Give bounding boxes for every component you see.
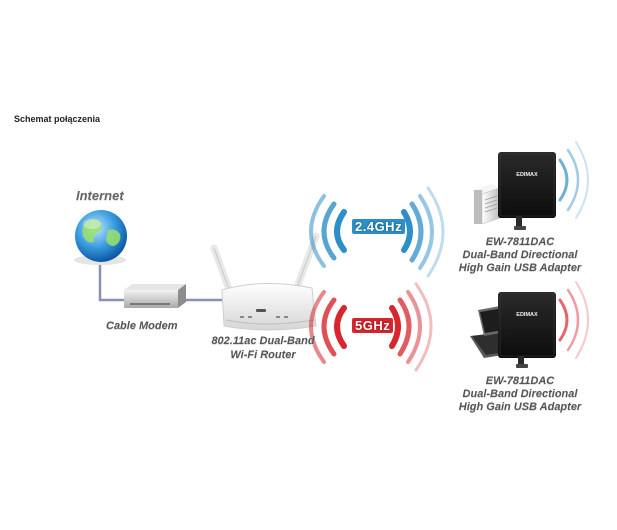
cable-modem-icon bbox=[124, 284, 186, 308]
adapter2-brand-label: EDIMAX bbox=[516, 312, 538, 318]
adapter1-model: EW-7811DAC bbox=[485, 236, 555, 248]
desktop-pc-icon bbox=[474, 184, 501, 225]
adapter1-brand-label: EDIMAX bbox=[516, 172, 538, 178]
page-title: Schemat połączenia bbox=[14, 114, 101, 124]
router-label-line1: 802.11ac Dual-Band bbox=[211, 335, 315, 347]
internet-globe-icon bbox=[74, 210, 127, 265]
cable-modem-label: Cable Modem bbox=[106, 320, 178, 332]
wave-5ghz-icon bbox=[309, 282, 433, 372]
internet-label: Internet bbox=[76, 188, 124, 203]
adapter2-desc-line1: Dual-Band Directional bbox=[462, 388, 578, 400]
router-label-line2: Wi-Fi Router bbox=[230, 349, 296, 361]
adapter1-desc-line1: Dual-Band Directional bbox=[462, 249, 578, 261]
wave-2-4ghz-icon bbox=[309, 186, 445, 278]
adapter2-model: EW-7811DAC bbox=[485, 375, 555, 387]
adapter2-signal-icon bbox=[558, 281, 589, 359]
usb-adapter-1-icon bbox=[498, 152, 556, 230]
router-icon bbox=[210, 232, 320, 331]
adapter2-label: EW-7811DAC Dual-Band Directional High Ga… bbox=[440, 375, 600, 414]
cable-lines bbox=[98, 260, 224, 302]
adapter2-desc-line2: High Gain USB Adapter bbox=[458, 401, 582, 413]
adapter1-desc-line2: High Gain USB Adapter bbox=[458, 262, 582, 274]
router-label: 802.11ac Dual-Band Wi-Fi Router bbox=[198, 334, 328, 362]
band-2-4ghz-label: 2.4GHz bbox=[352, 219, 406, 234]
usb-adapter-2-icon bbox=[498, 292, 556, 368]
band-5ghz-label: 5GHz bbox=[352, 318, 394, 333]
adapter1-signal-icon bbox=[558, 141, 589, 219]
adapter1-label: EW-7811DAC Dual-Band Directional High Ga… bbox=[440, 236, 600, 275]
